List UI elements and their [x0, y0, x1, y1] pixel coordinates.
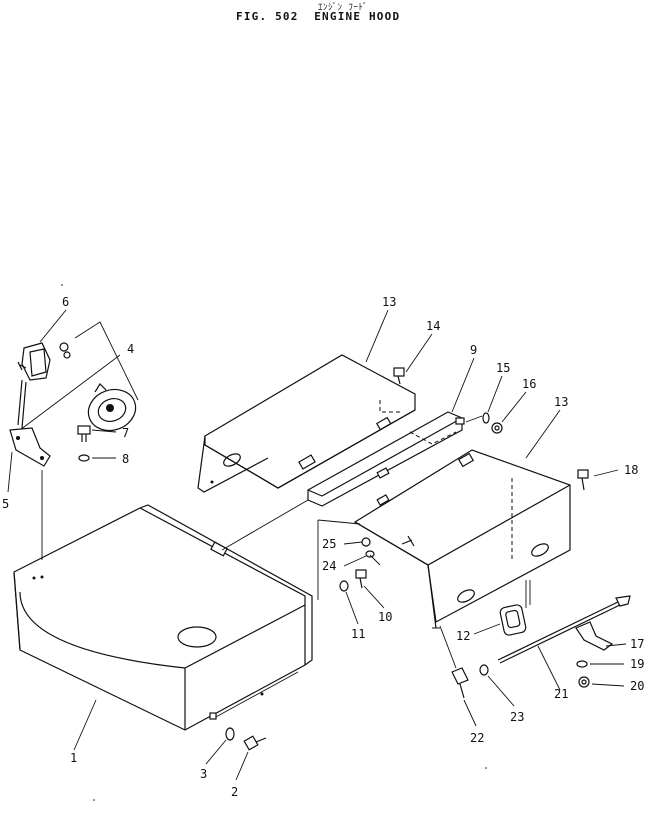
leader-line-15	[487, 375, 503, 413]
leader-line-12	[473, 623, 501, 635]
engine-hood-body	[13, 504, 313, 731]
callout-8: 8	[122, 452, 129, 466]
leader-line-21	[537, 645, 561, 691]
nut-20	[578, 676, 590, 688]
callout-11: 11	[351, 627, 365, 641]
callout-22: 22	[470, 731, 484, 745]
bolt-18	[577, 469, 589, 491]
stay-rod-21	[497, 595, 631, 664]
leader-line-11	[345, 591, 359, 625]
callout-7: 7	[122, 426, 129, 440]
nut-25	[361, 537, 371, 547]
bolt-7	[77, 425, 91, 442]
callout-16: 16	[522, 377, 536, 391]
leader-line-2	[235, 751, 249, 781]
callout-12: 12	[456, 629, 470, 643]
leader-line-13a	[365, 309, 389, 363]
callout-14: 14	[426, 319, 440, 333]
callout-6: 6	[62, 295, 69, 309]
leader-line-17	[605, 643, 627, 647]
callout-17: 17	[630, 637, 644, 651]
callout-13a: 13	[382, 295, 396, 309]
callout-21: 21	[554, 687, 568, 701]
scan-speck	[485, 767, 487, 769]
leader-line-16	[501, 391, 527, 423]
callout-19: 19	[630, 657, 644, 671]
leader-line-14	[405, 333, 433, 373]
washer-11	[339, 580, 349, 592]
callout-24: 24	[322, 559, 336, 573]
callout-9: 9	[470, 343, 477, 357]
leader-line-24	[343, 555, 367, 567]
bolt-10	[355, 569, 367, 589]
leader-line-23	[487, 675, 515, 707]
leader-line-5	[7, 451, 13, 493]
callout-2: 2	[231, 785, 238, 799]
latch-12	[499, 604, 527, 636]
washer-24	[365, 550, 375, 558]
callout-3: 3	[200, 767, 207, 781]
washer-19	[576, 660, 588, 668]
leader-line-18	[593, 469, 619, 477]
leader-line-6	[39, 309, 67, 343]
nut-16	[491, 422, 503, 434]
leader-line-25	[343, 541, 363, 545]
leader-line-13b	[525, 409, 561, 459]
side-cover-right	[353, 449, 571, 629]
leader-line-3	[205, 739, 227, 765]
leader-line-22	[463, 699, 477, 727]
callout-10: 10	[378, 610, 392, 624]
leader-line-1	[73, 699, 97, 751]
washer-15	[482, 412, 490, 424]
callout-13b: 13	[554, 395, 568, 409]
horn	[87, 383, 137, 432]
scan-speck	[61, 284, 63, 286]
callout-25: 25	[322, 537, 336, 551]
washer-3	[225, 727, 235, 741]
leader-line-10	[363, 585, 385, 609]
leader-line-20	[591, 683, 625, 687]
washer-23	[479, 664, 489, 676]
callout-4: 4	[127, 342, 134, 356]
stay-bracket-17	[575, 621, 614, 651]
bolt-22	[451, 667, 469, 699]
callout-18: 18	[624, 463, 638, 477]
callout-20: 20	[630, 679, 644, 693]
mounting-bracket	[9, 379, 51, 467]
callout-15: 15	[496, 361, 510, 375]
scan-speck	[93, 799, 95, 801]
header-kana: ｴﾝｼﾞﾝ ﾌｰﾄﾞ	[318, 3, 368, 13]
washer-8	[78, 454, 90, 462]
leader-line-7	[91, 429, 117, 433]
assembly-guide-lines	[221, 499, 531, 629]
side-cover-left	[197, 354, 416, 493]
leader-line-9	[451, 357, 475, 413]
bolt-14	[393, 367, 405, 385]
leader-line-4	[19, 321, 139, 431]
bolt-2	[243, 735, 267, 751]
callout-labels: 1 2 3 4 5 6 7 8 9 10 11 12 13 13 14 15 1…	[2, 295, 644, 799]
callout-23: 23	[510, 710, 524, 724]
work-lamp	[17, 342, 71, 381]
figure-title: FIG. 502 ENGINE HOOD	[236, 10, 401, 23]
callout-1: 1	[70, 751, 77, 765]
callout-5: 5	[2, 497, 9, 511]
